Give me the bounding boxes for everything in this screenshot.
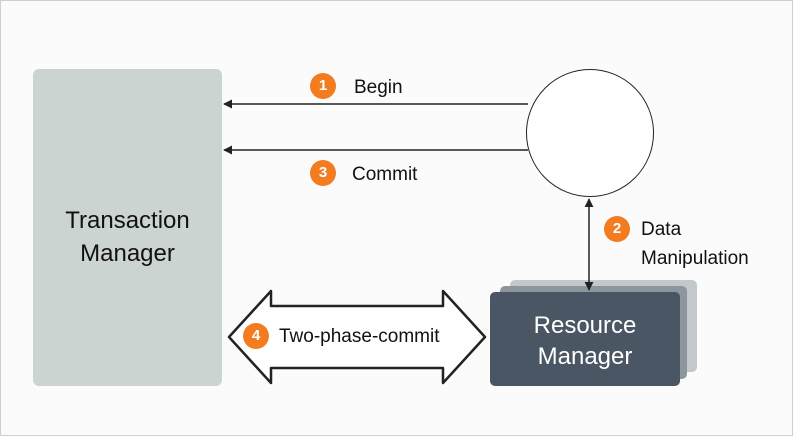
- step-3-label: Commit: [352, 164, 418, 185]
- step-1-badge: 1: [310, 73, 336, 99]
- step-4-badge: 4: [243, 323, 269, 349]
- step-1-label: Begin: [354, 77, 403, 98]
- step-4-label: Two-phase-commit: [279, 326, 440, 347]
- two-phase-commit-double-arrow: [227, 289, 487, 385]
- resource-manager-label-line2: Manager: [537, 343, 633, 370]
- transaction-manager-label: Transaction Manager: [33, 204, 222, 270]
- resource-manager-label-line1: Resource: [533, 312, 637, 339]
- transaction-manager-label-line2: Manager: [80, 240, 175, 267]
- step-2-label-line1: Data: [641, 219, 682, 240]
- step-2-label-line2: Manipulation: [641, 248, 749, 269]
- transaction-manager-label-line1: Transaction: [65, 207, 190, 234]
- transaction-manager-box: [33, 69, 222, 386]
- step-2-badge: 2: [604, 216, 630, 242]
- resource-manager-box: [490, 292, 680, 386]
- resource-manager-label: Resource Manager: [490, 310, 680, 372]
- step-3-badge: 3: [310, 160, 336, 186]
- application-circle: [526, 69, 654, 197]
